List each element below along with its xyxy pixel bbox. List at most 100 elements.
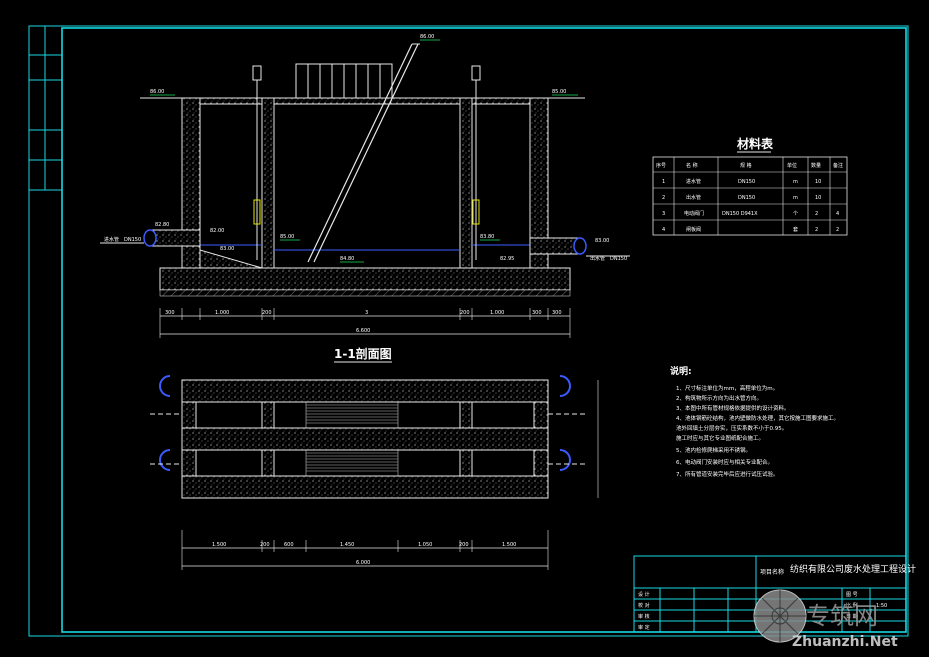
section-view: 300 1.000 200 3 200 1.000 300 300 6.600 … [100,34,630,338]
valve-right [471,65,481,260]
plan-dim-3: 600 [284,542,294,548]
tb-role: 审 定 [638,624,650,631]
plan-dim-1: 1.500 [212,542,226,548]
stair [295,63,393,99]
plan-middle-wall [181,427,549,451]
level-mark: 83.80 [480,234,494,240]
level-mark: 86.00 [420,34,434,40]
mat-cell: DN150 D941X [722,211,758,217]
plan-pipes [150,375,585,471]
plan-dim-2: 200 [260,542,270,548]
level-mark: 85.00 [280,234,294,240]
dim-total: 6.600 [356,328,370,334]
mat-cell: m [793,195,798,201]
notes: 说明: 1、尺寸标注单位为mm，高程单位为m。 2、构筑物所示方向为出水管方向。… [670,365,839,478]
materials-table: 材料表 序号 名 称 规 格 单位 数量 备注 1 进水管 DN150 m 10 [652,136,848,236]
right-inner-wall [459,97,473,269]
mat-cell: 2 [815,211,818,217]
level-mark: 83.00 [595,238,609,244]
level-labels: 86.00 85.00 86.00 85.00 84.80 83.80 83.0… [150,34,609,262]
watermark: 专筑网 Zhuanzhi.Net [753,589,898,650]
inlet-label: 进水管 [104,236,119,243]
tb-role: 校 对 [638,602,650,609]
tb-role: 设 计 [638,591,650,598]
mat-cell: 10 [815,179,821,185]
section-dimensions: 300 1.000 200 3 200 1.000 300 300 6.600 [159,308,571,338]
mat-cell: 10 [815,195,821,201]
dim-2: 1.000 [215,310,229,316]
level-mark: 85.00 [552,89,566,95]
tb-right-label: 日 期 [846,614,858,620]
mat-cell: DN150 [738,179,755,185]
notes-title: 说明: [670,365,692,377]
mat-cell: 4 [836,211,839,217]
mat-header-3: 单位 [787,162,797,169]
mat-cell: 闸板阀 [686,226,701,233]
valve-left [252,65,262,260]
plan-top-wall [181,379,549,403]
watermark-cn: 专筑网 [806,602,878,630]
note-line: 池外回填土分层夯实，压实系数不小于0.95。 [676,424,787,432]
note-line: 施工时应与其它专业图纸配合施工。 [676,434,764,442]
mat-cell: 套 [793,226,798,233]
mat-cell: 1 [662,179,665,185]
mat-cell: DN150 [738,195,755,201]
outlet-label: 出水管 [590,255,605,262]
plan-dimensions: 1.500 200 600 1.450 1.050 200 1.500 6.00… [181,530,549,570]
level-mark: 82.95 [500,256,514,262]
outlet-pipe [529,237,630,257]
dim-8: 300 [552,310,562,316]
plan-dim-4: 1.450 [340,542,354,548]
plan-dim-7: 1.500 [502,542,516,548]
mat-cell: 2 [836,227,839,233]
mat-cell: 出水管 [686,194,701,201]
plan-view: 1.500 200 600 1.450 1.050 200 1.500 6.00… [150,375,599,570]
mat-header-5: 备注 [833,162,843,169]
mat-cell: 4 [662,227,665,233]
tb-role: 审 核 [638,613,650,620]
project-label: 项目名称 [760,568,784,576]
mat-cell: 2 [662,195,665,201]
plan-dim-5: 1.050 [418,542,432,548]
note-line: 4、池体钢筋砼结构，池内壁做防水处理，其它按施工图要求施工。 [676,414,839,422]
note-line: 6、电动阀门安装时应与相关专业配合。 [676,458,773,466]
plan-dim-total: 6.000 [356,560,370,566]
inlet-size: DN150 [124,237,141,243]
tb-right-value: 1:50 [876,603,887,609]
dim-5: 200 [460,310,470,316]
level-mark: 84.80 [340,256,354,262]
plan-stair [305,401,399,477]
mat-header-0: 序号 [656,162,666,169]
mat-cell: 2 [815,227,818,233]
dim-3: 200 [262,310,272,316]
level-mark: 82.80 [155,222,169,228]
mat-cell: 个 [793,211,798,217]
mat-header-1: 名 称 [686,162,698,169]
watermark-url: Zhuanzhi.Net [792,634,898,650]
mat-header-4: 数量 [811,162,821,169]
mat-cell: 3 [662,211,665,217]
materials-title: 材料表 [736,136,774,151]
base-slab [159,267,571,291]
level-mark: 83.00 [220,246,234,252]
note-line: 5、池内检修爬梯采用不锈钢。 [676,446,751,454]
inlet-pipe [100,229,201,247]
plan-bottom-wall [181,475,549,499]
dim-6: 1.000 [490,310,504,316]
level-mark: 82.00 [210,228,224,234]
mat-header-2: 规 格 [740,162,752,169]
dim-4: 3 [365,310,368,316]
left-inner-wall [261,97,275,269]
level-mark: 86.00 [150,89,164,95]
note-line: 3、本图中所有管材规格依据提供的设计资料。 [676,404,790,412]
note-line: 2、构筑物所示方向为出水管方向。 [676,394,762,402]
note-line: 7、所有管道安装完毕后应进行试压试验。 [676,470,779,478]
mat-cell: m [793,179,798,185]
note-line: 1、尺寸标注单位为mm，高程单位为m。 [676,384,778,392]
dim-1: 300 [165,310,175,316]
tb-right-label: 比 例 [846,602,858,609]
section-title: 1-1剖面图 [334,346,392,361]
project-name: 纺织有限公司废水处理工程设计 [790,563,916,575]
tb-right-label: 图 号 [846,592,858,598]
